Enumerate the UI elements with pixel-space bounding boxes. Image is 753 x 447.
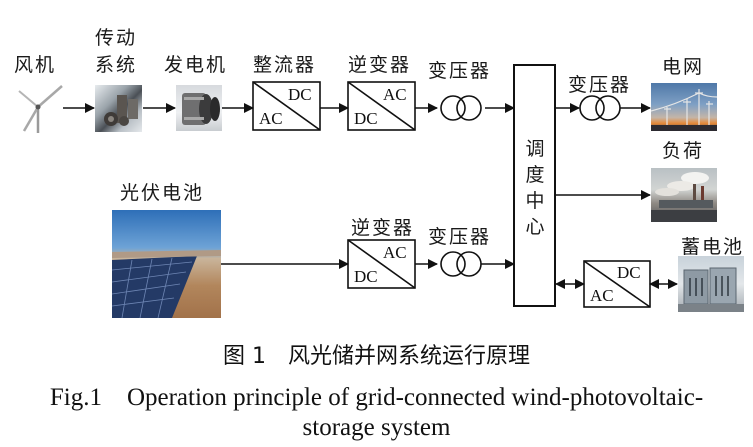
pv-transformer-coil-2	[456, 251, 482, 277]
grid-label: 电网	[662, 56, 705, 78]
generator-label: 发电机	[164, 54, 228, 76]
figure-caption-cn: 图 1 风光储并网系统运行原理	[223, 344, 530, 369]
load-image	[651, 168, 717, 222]
transformer-coil-1	[440, 95, 466, 121]
generator-image	[176, 85, 222, 131]
pv-cell-image	[112, 210, 221, 318]
rectifier-box	[252, 81, 321, 131]
rectifier-dc-text: DC	[288, 85, 312, 104]
transformer-coil-2	[456, 95, 482, 121]
pv-transformer-coil-1	[440, 251, 466, 277]
rectifier-label: 整流器	[253, 54, 317, 76]
transmission-system-image	[95, 85, 142, 132]
load-label: 负荷	[662, 140, 705, 162]
pv-inverter-dc-text: DC	[354, 267, 378, 286]
dispatch-char-4: 心	[525, 216, 545, 238]
pv-cell-label: 光伏电池	[120, 182, 205, 204]
dispatch-char-1: 调	[525, 138, 545, 160]
dispatch-char-2: 度	[525, 164, 545, 186]
inverter-dc-text: DC	[354, 109, 378, 128]
transmission-label-line1: 传动	[95, 27, 138, 49]
grid-transformer-label: 变压器	[568, 74, 632, 96]
storage-battery-label: 蓄电池	[681, 236, 745, 258]
wind-turbine-image	[14, 83, 64, 133]
pv-inverter-label: 逆变器	[351, 217, 415, 239]
rectifier-ac-text: AC	[259, 109, 283, 128]
grid-transformer-coil-1	[579, 95, 605, 121]
storage-battery-image	[678, 256, 744, 312]
inverter-label: 逆变器	[348, 54, 412, 76]
grid-transformer-coil-2	[595, 95, 621, 121]
pv-transformer-label: 变压器	[428, 226, 492, 248]
inverter-ac-text: AC	[383, 85, 407, 104]
dispatch-center-box	[513, 64, 556, 307]
pv-inverter-ac-text: AC	[383, 243, 407, 262]
wind-turbine-label: 风机	[14, 54, 57, 76]
inverter-box	[347, 81, 416, 131]
figure-caption-en-line1: Fig.1 Operation principle of grid-connec…	[49, 384, 704, 411]
converter-dc-text: DC	[617, 263, 641, 282]
dispatch-center-label: 调 度 中 心	[524, 136, 546, 240]
dispatch-char-3: 中	[525, 190, 545, 212]
transformer-label: 变压器	[428, 60, 492, 82]
figure-caption-en-line2: storage system	[302, 414, 451, 441]
grid-image	[651, 83, 717, 131]
converter-ac-text: AC	[590, 286, 614, 305]
transmission-label-line2: 系统	[95, 54, 138, 76]
connection-diagram: DC AC AC DC AC DC DC AC	[63, 64, 678, 308]
